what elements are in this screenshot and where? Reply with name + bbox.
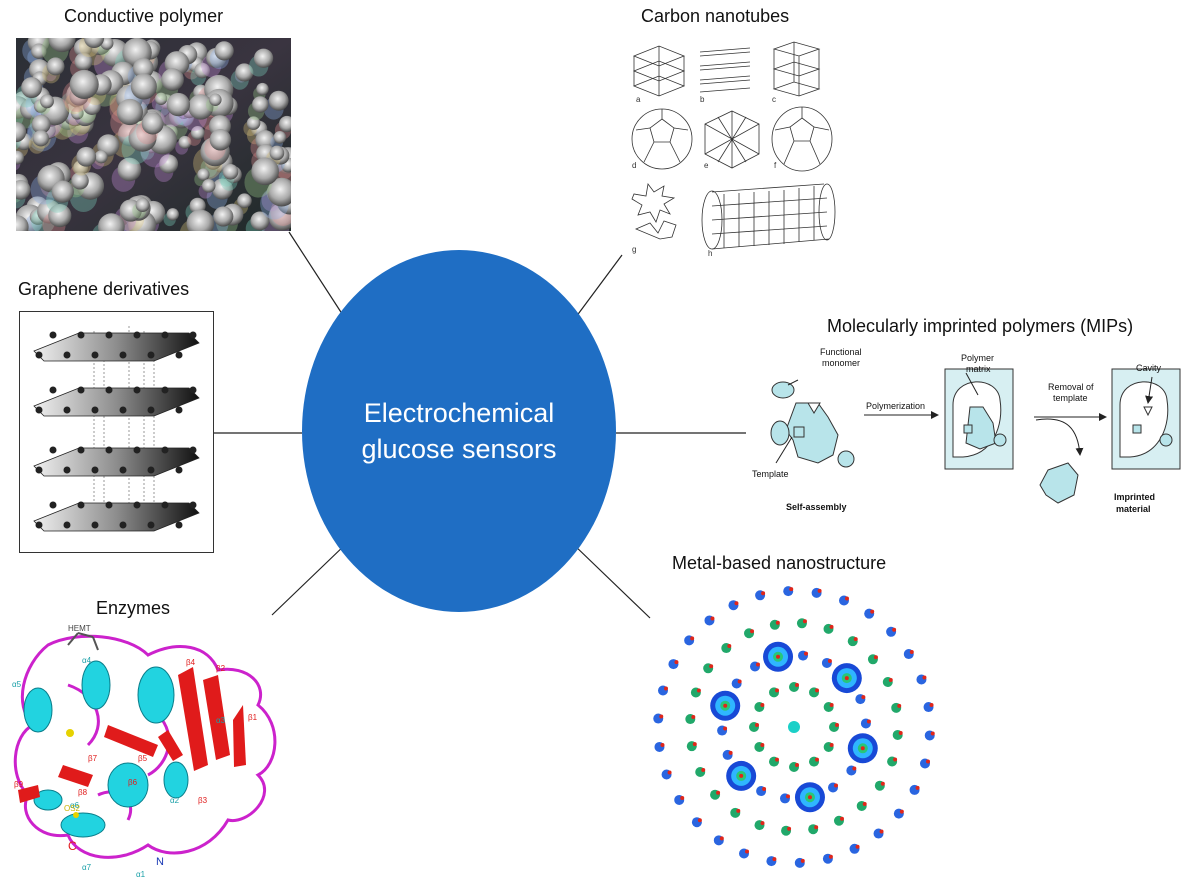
enzyme-annotation-a5: α5 xyxy=(12,680,22,689)
enzyme-annotation-b1: β1 xyxy=(248,713,258,722)
nanotube-panel-d xyxy=(631,108,693,170)
enzymes-image: HEMT α5 α4 β4 β2 α3 β1 β7 β5 β6 β8 β9 α6… xyxy=(8,625,288,880)
connector-enzymes xyxy=(271,541,349,616)
enzyme-annotation-n: N xyxy=(156,856,164,868)
enzyme-annotation-a3: α3 xyxy=(216,716,226,725)
sub-label-f: f xyxy=(774,161,777,170)
sub-label-b: b xyxy=(700,95,705,104)
enzyme-annotation-b4: β4 xyxy=(186,658,196,667)
mips-cavity-label: Cavity xyxy=(1136,363,1162,373)
graphene-derivatives-image xyxy=(19,311,214,553)
enzyme-annotation-b9: β9 xyxy=(14,780,24,789)
enzyme-annotation-b8: β8 xyxy=(78,788,88,797)
enzyme-annotation-b5: β5 xyxy=(138,754,148,763)
connector-metal-based xyxy=(571,542,651,619)
enzyme-annotation-b3: β3 xyxy=(198,796,208,805)
nanotube-panel-h xyxy=(701,183,836,250)
nanotube-panel-a xyxy=(632,45,686,97)
metal-based-title: Metal-based nanostructure xyxy=(672,553,887,573)
central-hub-circle: Electrochemical glucose sensors xyxy=(302,250,616,612)
nanotube-panel-c xyxy=(772,41,821,97)
graphene-derivatives-title: Graphene derivatives xyxy=(18,279,190,299)
mips-self-assembly-label: Self-assembly xyxy=(786,502,847,512)
sub-label-g: g xyxy=(632,245,636,254)
nanotube-panel-f xyxy=(771,106,833,172)
mips-title: Molecularly imprinted polymers (MIPs) xyxy=(827,316,1134,336)
connector-conductive-polymer xyxy=(288,231,349,324)
enzyme-annotation-c: C xyxy=(68,839,77,853)
enzyme-annotation-hemt: HEMT xyxy=(68,625,91,633)
conductive-polymer-image xyxy=(16,38,291,231)
enzyme-annotation-b7: β7 xyxy=(88,754,98,763)
metal-based-image xyxy=(652,585,937,870)
nanotube-panel-b xyxy=(699,47,751,93)
nanotube-panel-g xyxy=(631,183,677,240)
carbon-nanotubes-title: Carbon nanotubes xyxy=(641,6,790,26)
enzyme-annotation-b2: β2 xyxy=(216,664,226,673)
enzyme-annotation-b6: β6 xyxy=(128,778,138,787)
enzyme-annotation-a6: α6 xyxy=(70,801,80,810)
hub-title-line2: glucose sensors xyxy=(361,434,557,464)
sub-label-d: d xyxy=(632,161,636,170)
sub-label-c: c xyxy=(772,95,776,104)
enzyme-annotation-a2: α2 xyxy=(170,796,180,805)
enzyme-annotation-a4: α4 xyxy=(82,656,92,665)
nanotube-sub-labels: a b c d e f g h xyxy=(632,95,777,258)
mips-template-label: Template xyxy=(752,469,789,479)
hub-title-line1: Electrochemical xyxy=(363,397,555,428)
sub-label-h: h xyxy=(708,249,712,258)
carbon-nanotubes-image: a b c d e f g h xyxy=(624,34,839,264)
nanotube-panel-e xyxy=(704,110,760,169)
enzyme-annotation-os2: OS2 xyxy=(64,804,81,813)
mips-polymerization-label: Polymerization xyxy=(866,401,925,411)
enzyme-annotation-a7: α7 xyxy=(82,863,92,872)
enzymes-title: Enzymes xyxy=(96,598,171,618)
sub-label-a: a xyxy=(636,95,641,104)
sub-label-e: e xyxy=(704,161,709,170)
conductive-polymer-title: Conductive polymer xyxy=(64,6,224,26)
enzyme-annotation-a1: α1 xyxy=(136,870,146,879)
